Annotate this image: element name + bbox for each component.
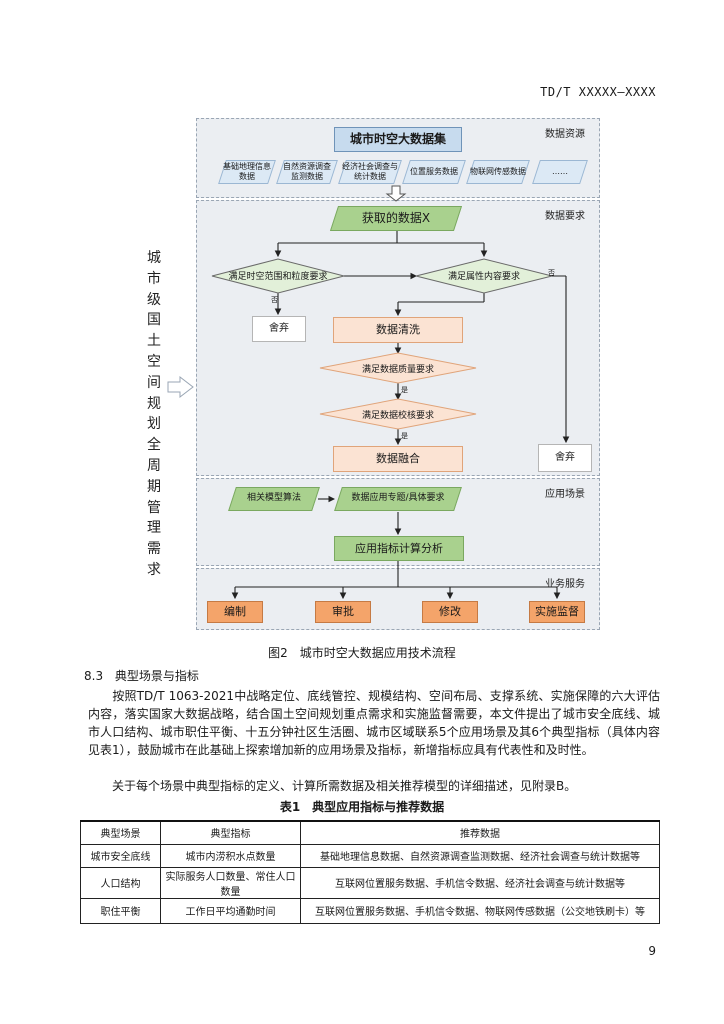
paragraph: 关于每个场景中典型指标的定义、计算所需数据及相关推荐模型的详细描述，见附录B。 [88,779,577,793]
discard-box-right: 舍弃 [538,444,592,472]
panel-label-data-requirements: 数据要求 [545,211,585,222]
data-fusion-box: 数据融合 [333,446,463,472]
table-cell: 互联网位置服务数据、手机信令数据、经济社会调查与统计数据等 [300,866,660,899]
decision-attribute-shape [415,258,553,294]
panel-label-business-services: 业务服务 [545,579,585,590]
panel-label-data-resources: 数据资源 [545,129,585,140]
no-label: 否 [271,296,278,304]
hollow-arrow-icon [167,376,194,398]
panel-label-application-scenarios: 应用场景 [545,489,585,500]
table-header-cell: 典型场景 [80,820,161,845]
section-number: 8.3 [84,669,104,683]
decision-attribute: 满足属性内容要求 [447,272,520,282]
decision-quality: 满足数据质量要求 [361,365,434,375]
decision-spatiotemporal-shape [211,258,345,294]
side-title: 城市级国土空间规划全周期管理需求 [147,250,161,578]
page-number: 9 [648,944,656,958]
table-cell: 城市安全底线 [80,843,161,868]
acquired-data-box: 获取的数据X [334,206,458,231]
decision-quality-shape [319,352,477,384]
service-modify: 修改 [422,601,478,623]
table-cell: 基础地理信息数据、自然资源调查监测数据、经济社会调查与统计数据等 [300,843,660,868]
discard-box-left: 舍弃 [252,316,306,342]
acquired-data-label: 获取的数据X [361,211,431,225]
table-cell: 工作日平均通勤时间 [160,897,301,924]
paragraph: 按照TD/T 1063-2021中战略定位、底线管控、规模结构、空间布局、支撑系… [88,689,660,757]
decision-spatiotemporal: 满足时空范围和粒度要求 [228,272,328,282]
table-header-row: 典型场景 典型指标 推荐数据 [80,820,660,845]
service-supervise: 实施监督 [529,601,585,623]
models-box: 相关模型算法 [232,487,316,511]
table-header-cell: 典型指标 [160,820,301,845]
indicator-table: 典型场景 典型指标 推荐数据 城市安全底线 城市内涝积水点数量 基础地理信息数据… [80,820,660,924]
yes-label: 是 [401,432,408,440]
section-title: 典型场景与指标 [114,669,199,683]
service-approve: 审批 [315,601,371,623]
table-row: 人口结构 实际服务人口数量、常住人口数量 互联网位置服务数据、手机信令数据、经济… [80,866,660,899]
table-cell: 互联网位置服务数据、手机信令数据、物联网传感数据（公交地铁刷卡）等 [300,897,660,924]
source-item: 经济社会调查与统计数据 [342,160,398,184]
table-cell: 职住平衡 [80,897,161,924]
figure-caption: 图2 城市时空大数据应用技术流程 [268,646,456,660]
source-item: 自然资源调查监测数据 [280,160,334,184]
data-cleaning-box: 数据清洗 [333,317,463,343]
indicator-calc-box: 应用指标计算分析 [334,536,464,561]
no-label: 否 [548,269,555,277]
document-number: TD/T XXXXX—XXXX [540,85,656,99]
table-cell: 城市内涝积水点数量 [160,843,301,868]
table-title: 表1 典型应用指标与推荐数据 [279,800,445,814]
table-row: 职住平衡 工作日平均通勤时间 互联网位置服务数据、手机信令数据、物联网传感数据（… [80,897,660,924]
source-item: 位置服务数据 [406,160,462,184]
service-compile: 编制 [207,601,263,623]
table-cell: 实际服务人口数量、常住人口数量 [160,866,301,899]
decision-validation: 满足数据校核要求 [361,411,434,421]
dataset-title-box: 城市时空大数据集 [334,127,462,152]
source-item: 基础地理信息数据 [222,160,272,184]
special-topics-box: 数据应用专题/具体要求 [338,487,458,511]
table-header-cell: 推荐数据 [300,820,660,845]
section-heading: 8.3 典型场景与指标 [84,667,199,684]
yes-label: 是 [401,386,408,394]
source-item: …… [536,160,584,184]
dataset-title: 城市时空大数据集 [349,132,446,147]
decision-validation-shape [319,398,477,430]
table-cell: 人口结构 [80,866,161,899]
table-row: 城市安全底线 城市内涝积水点数量 基础地理信息数据、自然资源调查监测数据、经济社… [80,843,660,868]
source-item: 物联网传感数据 [470,160,526,184]
